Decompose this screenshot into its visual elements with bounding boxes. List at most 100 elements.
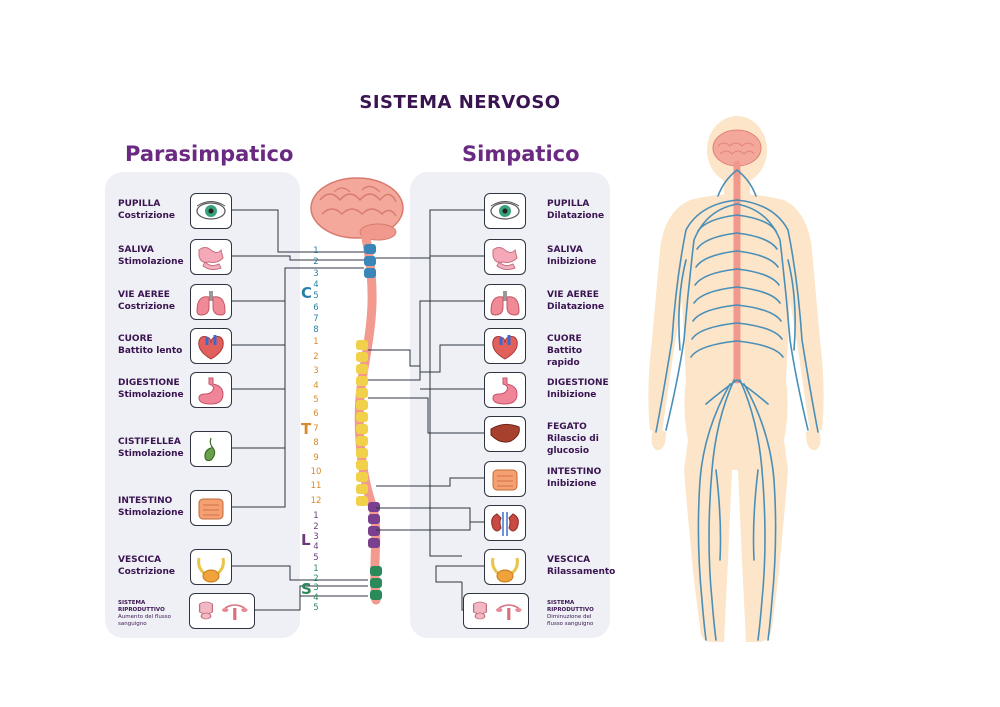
organ-effect: Diminuzione del flusso sanguigno <box>547 614 594 627</box>
vertebra-segment <box>356 448 368 458</box>
nerve-connection-line <box>429 209 484 557</box>
nerve-path <box>693 286 738 304</box>
sim-item-label: PUPILLA Dilatazione <box>547 198 605 222</box>
organ-name: INTESTINO <box>118 496 173 506</box>
reproductive-organs-icon-box <box>189 593 255 629</box>
parasympathetic-heading: Parasimpatico <box>125 142 294 166</box>
nerve-connection-line <box>232 209 364 253</box>
nerve-path <box>736 203 809 431</box>
vertebra-segment <box>356 376 368 386</box>
vertebra-c-number: 7 <box>313 313 319 324</box>
para-item-label: SALIVA Stimolazione <box>118 244 190 268</box>
organ-name: PUPILLA <box>547 199 590 209</box>
vertebra-segment <box>364 268 376 278</box>
organ-effect: Stimolazione <box>118 390 184 400</box>
nerve-path <box>691 322 738 340</box>
heart-icon-box <box>190 328 232 364</box>
nerve-connection-line <box>368 397 484 434</box>
vertebra-t-number: 9 <box>313 452 319 463</box>
nerve-path <box>655 199 738 433</box>
lungs-icon-box <box>190 284 232 320</box>
vertebra-t-number: 5 <box>313 395 319 405</box>
vertebra-t-number: 4 <box>313 380 319 391</box>
spine-region-letter: L <box>301 531 311 549</box>
vertebra-s-number: 3 <box>313 583 319 594</box>
nerve-path <box>708 379 735 641</box>
nerve-connection-line <box>461 582 463 611</box>
vertebra-segment <box>356 400 368 410</box>
nerve-path <box>697 214 738 232</box>
eye-icon-box <box>484 193 526 229</box>
organ-effect: Dilatazione <box>547 211 605 221</box>
vertebra-segment <box>370 566 382 576</box>
nerve-path <box>696 232 738 250</box>
nerve-connection-line <box>420 344 484 373</box>
body-silhouette <box>648 116 824 642</box>
vertebra-segment <box>356 412 368 422</box>
vertebra-segment <box>370 590 382 600</box>
vertebra-t-number: 11 <box>310 481 322 492</box>
diagram-title: SISTEMA NERVOSO <box>359 92 561 113</box>
organ-effect: Dilatazione <box>547 302 605 312</box>
vertebra-segment <box>368 526 380 536</box>
vertebra-segment <box>368 538 380 548</box>
vertebra-segment <box>368 514 380 524</box>
vertebra-c-number: 2 <box>313 257 319 268</box>
organ-effect: Battito lento <box>118 346 183 356</box>
vertebra-t-number: 10 <box>310 467 322 477</box>
salivary-gland-icon-box <box>484 239 526 275</box>
nerve-network <box>655 169 819 641</box>
nerve-connection-line <box>232 255 364 261</box>
organ-name: DIGESTIONE <box>118 378 180 388</box>
organ-effect: Inibizione <box>547 479 597 489</box>
nerve-path <box>743 383 777 641</box>
nerve-path <box>678 259 796 351</box>
organ-effect: Stimolazione <box>118 257 184 267</box>
vertebra-c-number: 5 <box>313 291 319 302</box>
vertebra-segment <box>356 436 368 446</box>
heart-icon-box <box>484 328 526 364</box>
nerve-path <box>736 250 779 268</box>
intestine-icon-box <box>484 461 526 497</box>
lungs-icon-box <box>484 284 526 320</box>
vertebra-segment <box>356 388 368 398</box>
nerve-connection-line <box>376 522 471 531</box>
nerve-path <box>695 250 738 268</box>
stomach-icon-box <box>190 372 232 408</box>
nerve-path <box>715 469 759 561</box>
vertebra-segment <box>368 502 380 512</box>
nerve-path <box>739 379 766 641</box>
vertebra-c-number: 1 <box>313 246 319 256</box>
nerve-connection-line <box>368 300 484 381</box>
nerve-path <box>736 232 778 250</box>
para-item-label: DIGESTIONE Stimolazione <box>118 377 190 401</box>
vertebra-segment <box>356 424 368 434</box>
salivary-gland-icon-box <box>190 239 232 275</box>
vertebra-t-number: 1 <box>313 337 319 348</box>
spinal-cord-drawing <box>310 177 404 605</box>
vertebra-t-number: 2 <box>313 351 319 362</box>
spine-region-letter: S <box>301 580 312 598</box>
organ-effect: Rilassamento <box>547 567 616 577</box>
spine-region-letter: C <box>301 284 313 302</box>
vertebra-c-number: 6 <box>313 302 319 313</box>
organ-name: SALIVA <box>118 245 154 255</box>
vertebra-l-number: 3 <box>313 532 319 542</box>
organ-effect: Costrizione <box>118 302 175 312</box>
vertebra-c-number: 3 <box>313 268 319 279</box>
organ-effect: Inibizione <box>547 257 597 267</box>
nerve-connection-line <box>435 565 484 583</box>
organ-name: DIGESTIONE <box>547 378 609 388</box>
vertebra-c-number: 4 <box>313 279 319 290</box>
nerve-path <box>717 169 757 197</box>
organ-effect: Costrizione <box>118 567 175 577</box>
